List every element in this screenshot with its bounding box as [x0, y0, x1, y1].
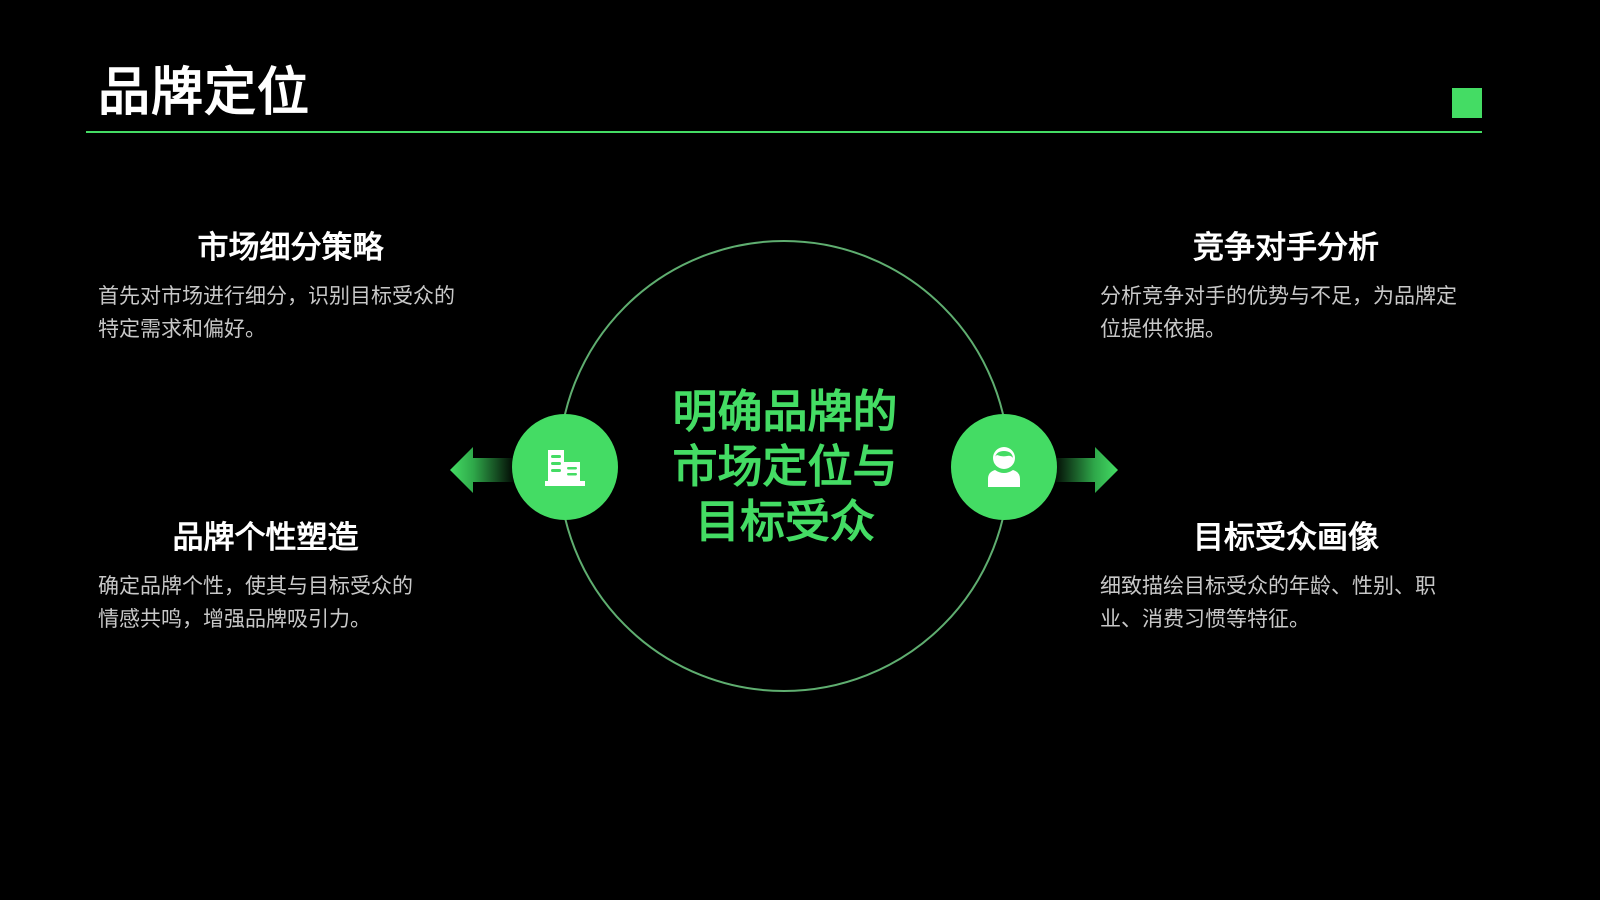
- card-text: 细致描绘目标受众的年龄、性别、职业、消费习惯等特征。: [1100, 574, 1436, 631]
- user-icon-badge: [951, 414, 1057, 520]
- center-line-2: 市场定位与: [672, 440, 898, 493]
- center-line-3: 目标受众: [694, 495, 875, 548]
- center-line-1: 明确品牌的: [672, 385, 898, 438]
- user-icon: [988, 447, 1020, 487]
- title-divider: [86, 131, 1482, 133]
- card-audience-persona: 目标受众画像 细致描绘目标受众的年龄、性别、职业、消费习惯等特征。: [1100, 518, 1480, 636]
- arrow-right-icon: [1052, 447, 1118, 493]
- card-heading: 目标受众画像: [1193, 520, 1379, 556]
- card-text: 确定品牌个性，使其与目标受众的情感共鸣，增强品牌吸引力。: [98, 574, 413, 631]
- card-heading: 竞争对手分析: [1193, 230, 1379, 266]
- card-brand-personality: 品牌个性塑造 确定品牌个性，使其与目标受众的情感共鸣，增强品牌吸引力。: [98, 518, 478, 636]
- card-heading: 市场细分策略: [197, 230, 384, 266]
- arrow-left-icon: [450, 447, 516, 493]
- accent-square: [1452, 88, 1482, 118]
- card-text: 首先对市场进行细分，识别目标受众的特定需求和偏好。: [98, 284, 455, 341]
- card-heading: 品牌个性塑造: [172, 520, 359, 556]
- card-market-segmentation: 市场细分策略 首先对市场进行细分，识别目标受众的特定需求和偏好。: [98, 228, 478, 346]
- card-competitor-analysis: 竞争对手分析 分析竞争对手的优势与不足，为品牌定位提供依据。: [1100, 228, 1480, 346]
- slide-title: 品牌定位: [98, 63, 311, 123]
- center-statement: 明确品牌的 市场定位与 目标受众: [600, 384, 970, 549]
- card-text: 分析竞争对手的优势与不足，为品牌定位提供依据。: [1100, 284, 1457, 341]
- building-icon: [545, 450, 585, 486]
- building-icon-badge: [512, 414, 618, 520]
